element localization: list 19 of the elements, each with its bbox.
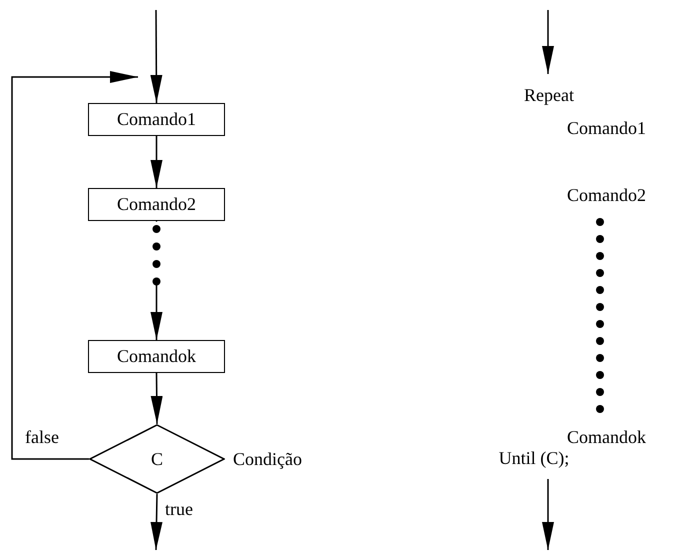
process-box: Comando2 [88,188,225,221]
code-keyword: Repeat [517,84,581,106]
arrow [11,71,138,460]
code-line: Comando1 [567,119,646,137]
condition-label: Condição [233,450,302,468]
arrow [150,10,162,103]
code-line: Comandok [567,428,646,446]
arrow [542,479,554,550]
process-box: Comandok [88,340,225,373]
condition-text: C [150,448,163,470]
code-line: Comando2 [567,186,646,204]
edge-label: false [25,428,59,446]
arrow [150,494,162,550]
arrow [542,10,554,74]
code-keyword: Until (C); [493,447,575,469]
edge-label: true [165,500,193,518]
arrow [150,373,163,424]
process-box: Comando1 [88,103,225,136]
arrow [150,136,162,188]
